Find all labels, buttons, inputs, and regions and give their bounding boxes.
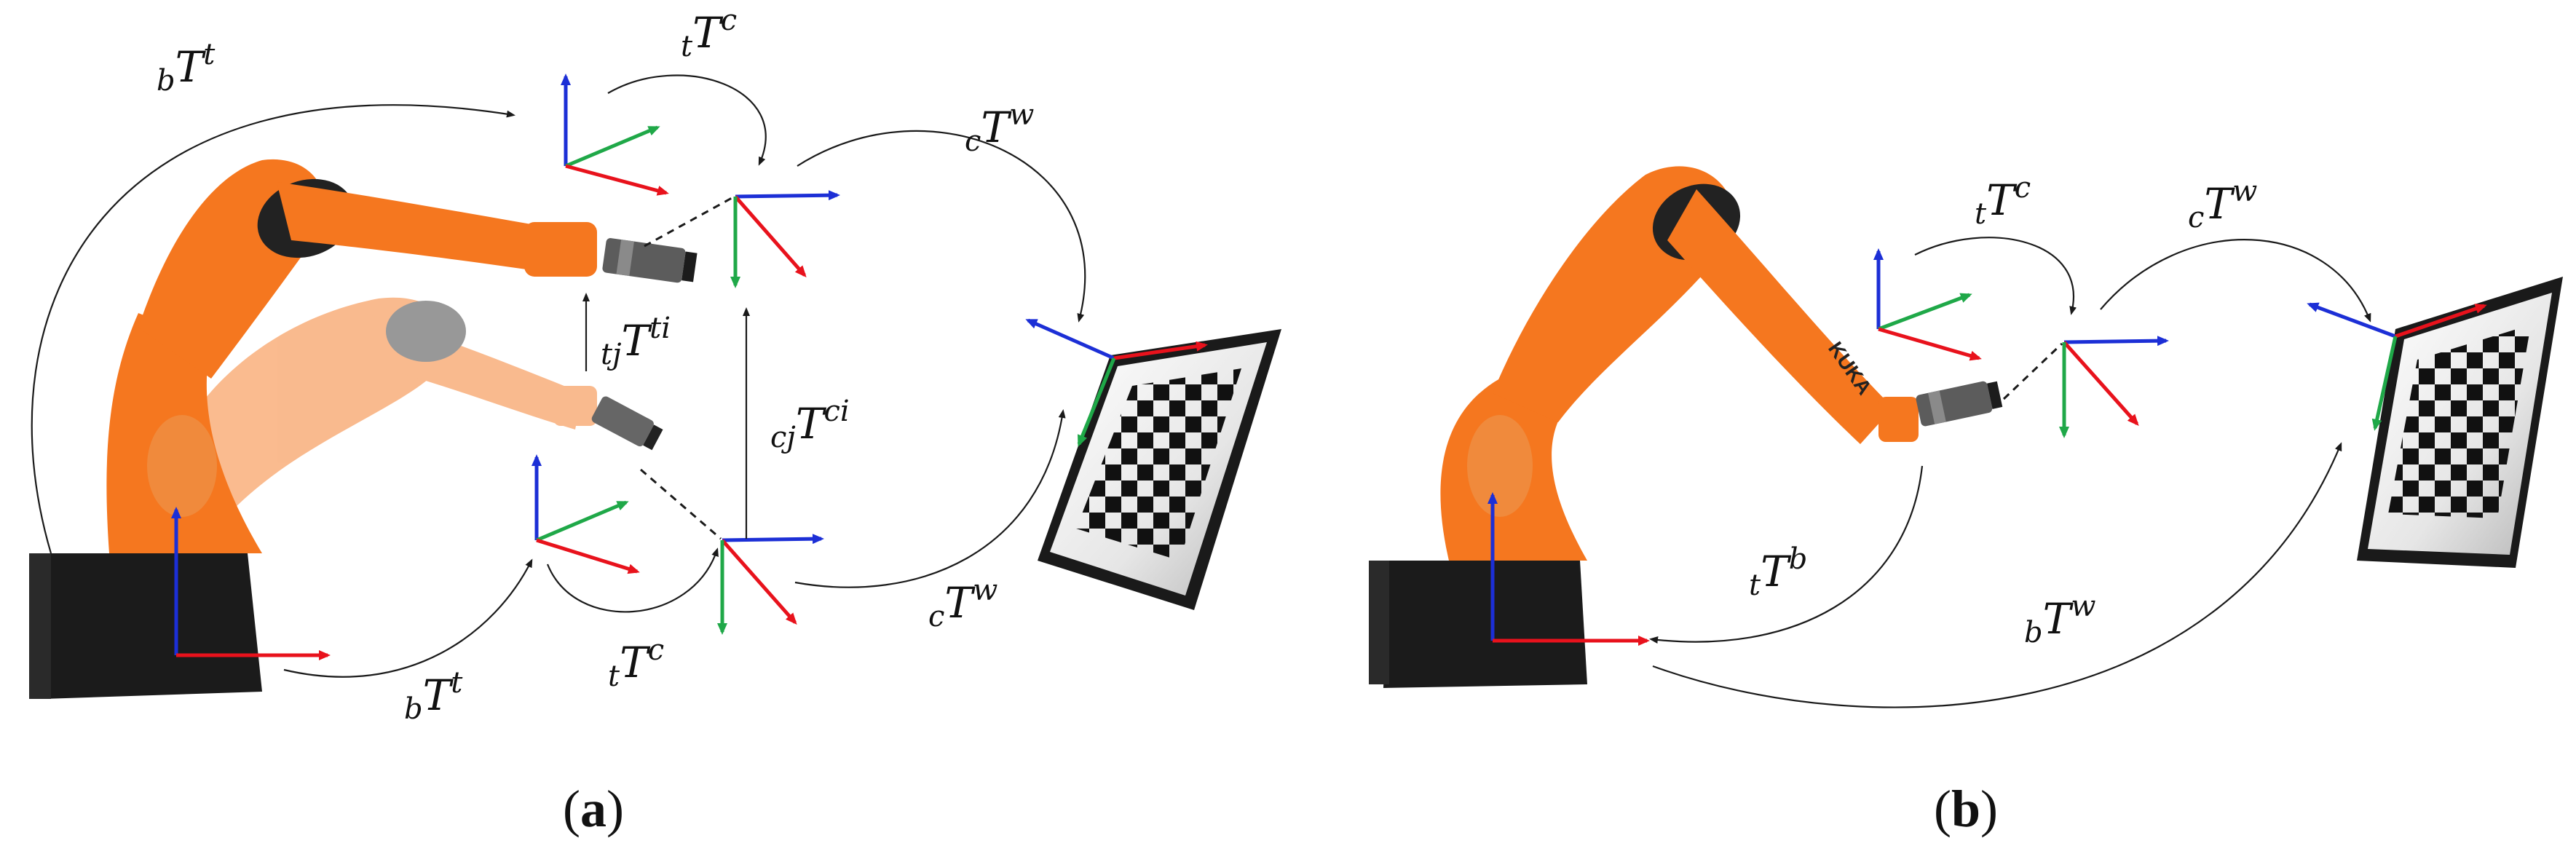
label-cTw-bottom: cTw [928, 574, 997, 633]
arrow-tTc-top [607, 74, 767, 166]
dash-link-b [2002, 342, 2063, 400]
label-cjTci: cjTci [770, 395, 850, 454]
frame-camera-top [730, 190, 840, 288]
label-tjTti: tjTti [601, 312, 671, 371]
arrow-bTt-top [31, 104, 515, 554]
arrow-cTw-b [2100, 239, 2371, 323]
label-bTt-bottom: bTt [404, 666, 463, 726]
label-cTw-b: cTw [2188, 175, 2257, 234]
frame-base-a [171, 507, 331, 660]
dash-link-bottom [640, 468, 722, 540]
frame-tool-b [1873, 248, 1982, 361]
frame-world-a [1025, 318, 1208, 447]
robot-arm-main [29, 159, 597, 699]
dash-link-top [644, 197, 732, 248]
label-cTw-top: cTw [965, 98, 1034, 158]
arrow-tTc-b [1914, 237, 2077, 315]
frame-world-b [2307, 302, 2487, 431]
panel-a: bTt tTc cTw tjTti cjTci bTt tTc cTw (a) [29, 4, 1281, 838]
arrow-bTw-b [1652, 442, 2342, 708]
frame-base-b [1487, 492, 1650, 646]
frame-tool-bottom [532, 454, 640, 574]
camera-main [602, 238, 698, 283]
label-tTc-top: tTc [681, 4, 737, 63]
camera-ghost [591, 396, 663, 451]
frame-tool-top [561, 74, 669, 196]
calibration-board-b [2357, 277, 2563, 568]
frame-camera-b [2059, 336, 2169, 438]
panel-label-b: (b) [1934, 780, 1998, 838]
arrow-cTw-top [797, 130, 1086, 323]
robot-arm-ghost [167, 297, 597, 510]
label-bTw-b: bTw [2024, 590, 2096, 649]
arrow-tTb-b [1649, 465, 1924, 644]
panel-label-a: (a) [563, 780, 624, 838]
arrow-cTw-bottom [794, 409, 1066, 588]
camera-b [1916, 381, 2003, 427]
label-bTt-top: bTt [157, 38, 216, 98]
label-tTb-b: tTb [1749, 542, 1807, 602]
panel-b: KUKA [1369, 166, 2563, 838]
robot-arm-b: KUKA [1369, 166, 1919, 688]
label-tTc-b: tTc [1975, 171, 2031, 231]
frame-camera-bottom [717, 534, 824, 635]
label-tTc-bottom: tTc [608, 633, 664, 693]
arrow-tTc-bottom [546, 547, 719, 613]
arrow-bTt-bottom [283, 558, 533, 678]
calibration-board-a [1038, 329, 1281, 610]
